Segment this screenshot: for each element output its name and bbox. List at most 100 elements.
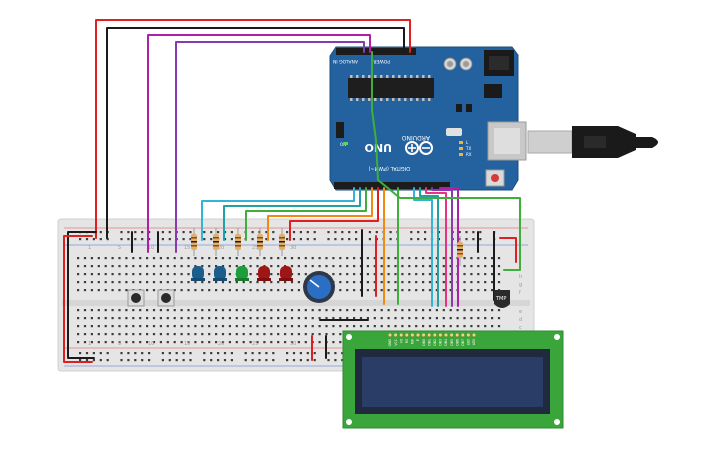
- breadboard-hole[interactable]: [491, 325, 494, 328]
- breadboard-hole[interactable]: [373, 265, 376, 268]
- breadboard-hole[interactable]: [180, 317, 183, 320]
- breadboard-hole[interactable]: [180, 273, 183, 276]
- breadboard-hole[interactable]: [125, 257, 128, 260]
- rail-hole[interactable]: [230, 238, 233, 241]
- breadboard-hole[interactable]: [346, 281, 349, 284]
- breadboard-hole[interactable]: [97, 289, 100, 292]
- rail-hole[interactable]: [286, 352, 289, 355]
- breadboard-hole[interactable]: [187, 289, 190, 292]
- breadboard-hole[interactable]: [449, 273, 452, 276]
- breadboard-hole[interactable]: [284, 309, 287, 312]
- rail-hole[interactable]: [106, 238, 109, 241]
- breadboard-hole[interactable]: [152, 325, 156, 328]
- breadboard-hole[interactable]: [415, 317, 418, 320]
- breadboard-hole[interactable]: [297, 281, 300, 284]
- breadboard-hole[interactable]: [146, 281, 149, 284]
- breadboard-hole[interactable]: [166, 317, 169, 320]
- breadboard-hole[interactable]: [228, 341, 231, 344]
- rail-hole[interactable]: [141, 352, 144, 355]
- rail-hole[interactable]: [292, 352, 296, 355]
- breadboard-hole[interactable]: [118, 317, 121, 320]
- wire-pink-lcd-d6[interactable]: [425, 187, 447, 307]
- breadboard-hole[interactable]: [221, 257, 225, 260]
- wire-red-rail[interactable]: [63, 235, 93, 363]
- breadboard-hole[interactable]: [332, 309, 335, 312]
- breadboard-hole[interactable]: [208, 317, 211, 320]
- breadboard-hole[interactable]: [111, 281, 114, 284]
- breadboard-hole[interactable]: [339, 341, 342, 344]
- breadboard-hole[interactable]: [146, 317, 149, 320]
- breadboard-hole[interactable]: [111, 333, 114, 336]
- breadboard-hole[interactable]: [146, 289, 149, 292]
- breadboard-hole[interactable]: [325, 309, 328, 312]
- rail-hole[interactable]: [479, 238, 482, 241]
- breadboard-hole[interactable]: [470, 309, 473, 312]
- breadboard-hole[interactable]: [477, 273, 480, 276]
- breadboard-hole[interactable]: [290, 281, 294, 284]
- breadboard-hole[interactable]: [215, 309, 218, 312]
- resistor[interactable]: [457, 236, 463, 266]
- breadboard-hole[interactable]: [277, 265, 280, 268]
- rail-hole[interactable]: [175, 359, 178, 362]
- breadboard-hole[interactable]: [491, 265, 494, 268]
- resistor[interactable]: [257, 228, 263, 256]
- breadboard-hole[interactable]: [208, 333, 211, 336]
- breadboard-hole[interactable]: [470, 265, 473, 268]
- breadboard-hole[interactable]: [304, 265, 307, 268]
- rail-hole[interactable]: [327, 238, 330, 241]
- breadboard-hole[interactable]: [353, 281, 356, 284]
- breadboard-hole[interactable]: [428, 265, 432, 268]
- breadboard-hole[interactable]: [97, 341, 100, 344]
- breadboard-hole[interactable]: [380, 257, 383, 260]
- breadboard-hole[interactable]: [311, 257, 314, 260]
- wire-teal-d11[interactable]: [223, 187, 361, 241]
- breadboard-hole[interactable]: [491, 317, 494, 320]
- breadboard-hole[interactable]: [477, 265, 480, 268]
- breadboard-hole[interactable]: [311, 265, 314, 268]
- breadboard-hole[interactable]: [270, 325, 273, 328]
- breadboard-hole[interactable]: [180, 257, 183, 260]
- rail-hole[interactable]: [327, 352, 330, 355]
- breadboard-hole[interactable]: [118, 333, 121, 336]
- rail-hole[interactable]: [479, 231, 482, 234]
- breadboard-hole[interactable]: [408, 289, 411, 292]
- breadboard-hole[interactable]: [394, 257, 397, 260]
- breadboard-hole[interactable]: [401, 317, 404, 320]
- breadboard-hole[interactable]: [235, 309, 238, 312]
- breadboard-hole[interactable]: [159, 317, 162, 320]
- breadboard-hole[interactable]: [242, 325, 245, 328]
- rail-hole[interactable]: [472, 231, 475, 234]
- breadboard-hole[interactable]: [242, 281, 245, 284]
- breadboard-hole[interactable]: [104, 281, 107, 284]
- breadboard-hole[interactable]: [284, 257, 287, 260]
- breadboard-hole[interactable]: [408, 265, 411, 268]
- breadboard-hole[interactable]: [435, 309, 438, 312]
- breadboard-hole[interactable]: [435, 325, 438, 328]
- breadboard-hole[interactable]: [435, 265, 438, 268]
- breadboard-hole[interactable]: [470, 289, 473, 292]
- breadboard-hole[interactable]: [201, 265, 204, 268]
- resistor[interactable]: [235, 228, 241, 256]
- breadboard-hole[interactable]: [380, 317, 383, 320]
- resistor[interactable]: [279, 228, 285, 256]
- breadboard-hole[interactable]: [215, 325, 218, 328]
- breadboard-hole[interactable]: [159, 265, 162, 268]
- breadboard-hole[interactable]: [235, 333, 238, 336]
- breadboard-hole[interactable]: [90, 265, 93, 268]
- breadboard-hole[interactable]: [215, 333, 218, 336]
- rail-hole[interactable]: [230, 359, 233, 362]
- rail-hole[interactable]: [168, 352, 171, 355]
- breadboard-hole[interactable]: [194, 289, 197, 292]
- breadboard-hole[interactable]: [290, 309, 294, 312]
- rail-hole[interactable]: [272, 238, 275, 241]
- rail-hole[interactable]: [134, 359, 137, 362]
- rail-hole[interactable]: [375, 231, 378, 234]
- breadboard-hole[interactable]: [221, 325, 225, 328]
- rail-hole[interactable]: [299, 231, 302, 234]
- resistor[interactable]: [213, 228, 219, 256]
- breadboard-hole[interactable]: [463, 265, 466, 268]
- rail-hole[interactable]: [161, 352, 164, 355]
- rail-hole[interactable]: [168, 238, 171, 241]
- breadboard-hole[interactable]: [297, 309, 300, 312]
- rail-hole[interactable]: [272, 352, 275, 355]
